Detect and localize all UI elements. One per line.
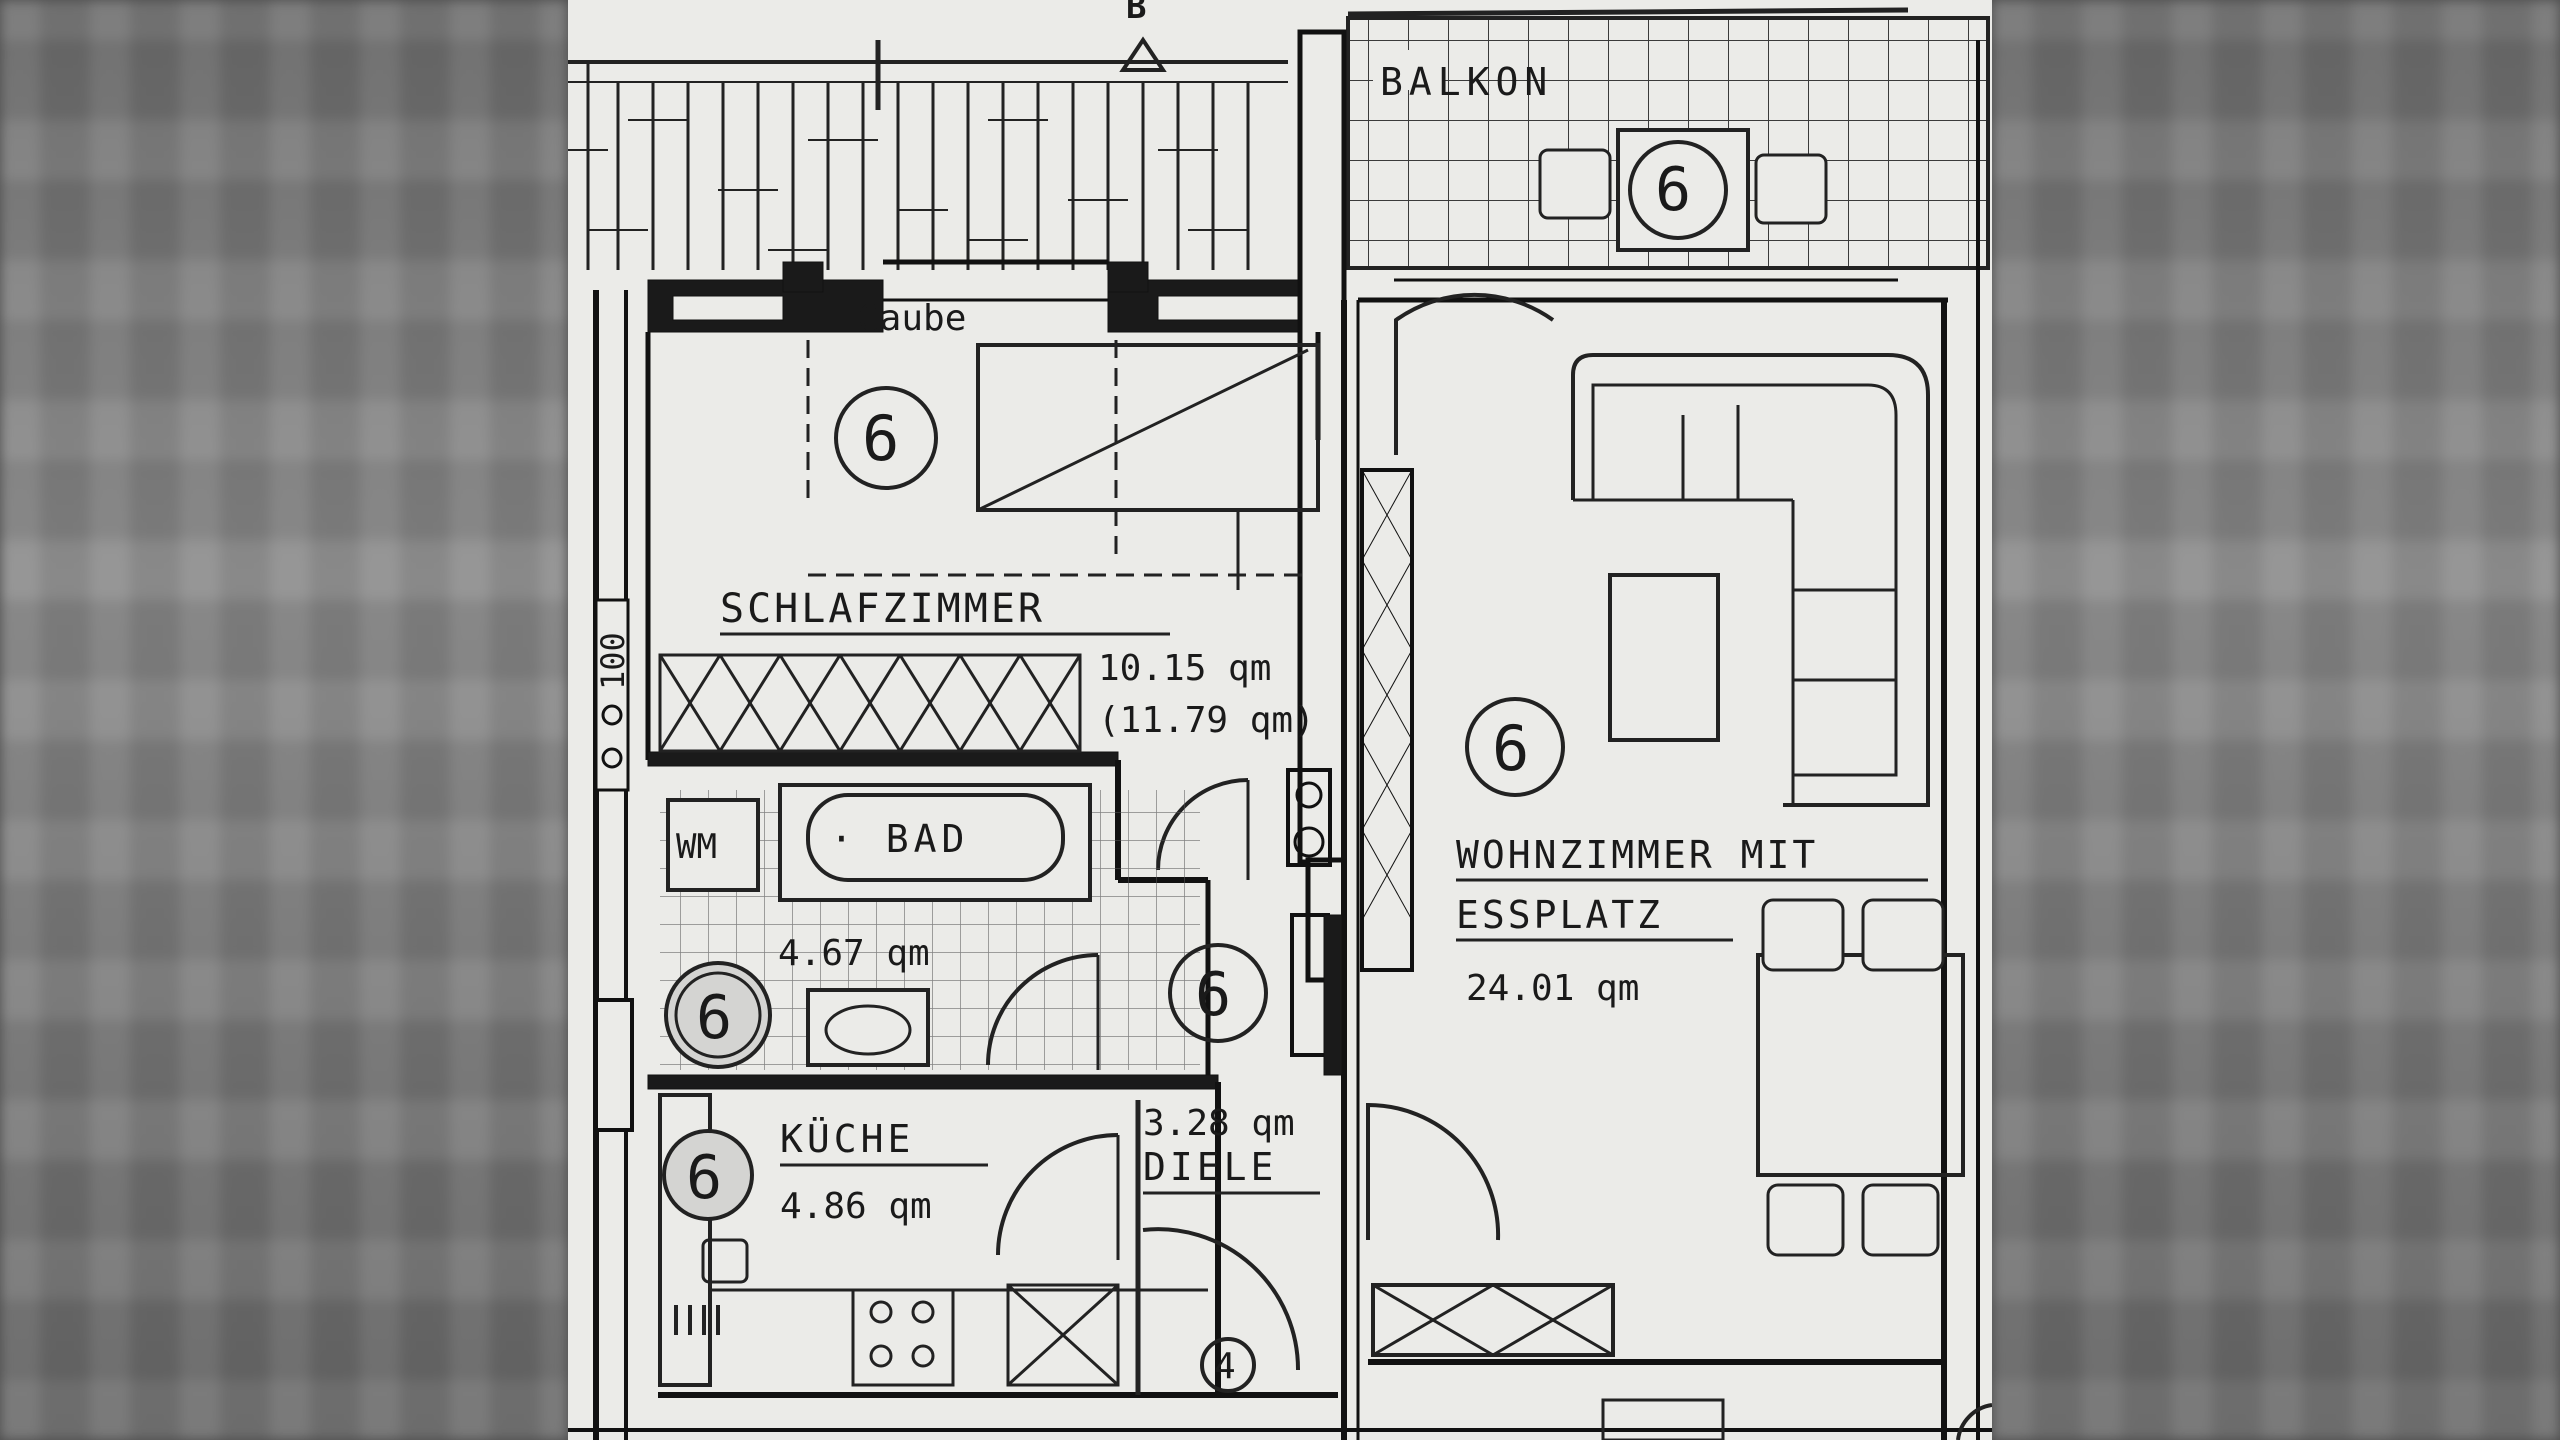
schlafzimmer-label: SCHLAFZIMMER [720, 586, 1045, 632]
kueche-badge: 6 [686, 1143, 722, 1213]
balkon-label: BALKON [1380, 60, 1553, 104]
north-marker: B [1119, 0, 1167, 72]
roof-hatch-area [568, 40, 1288, 270]
diele-area: 3.28 qm [1143, 1103, 1295, 1144]
schlafzimmer-area: 10.15 qm [1098, 648, 1271, 689]
bathroom: WM · BAD 4.67 qm 6 [660, 783, 1200, 1070]
wohnzimmer-label-2: ESSPLATZ [1456, 893, 1663, 937]
schlafzimmer-badge: 6 [862, 402, 899, 475]
dimension-label: 100 [594, 632, 632, 690]
diele-label: DIELE [1143, 1145, 1277, 1189]
blurred-background-right [1992, 0, 2560, 1440]
kueche-area: 4.86 qm [780, 1186, 932, 1227]
living-room: 6 WOHNZIMMER MIT ESSPLATZ 24.01 qm [1366, 292, 1965, 1357]
floor-plan: B BALKON 6 [568, 0, 1992, 1440]
wohnzimmer-label-1: WOHNZIMMER MIT [1456, 833, 1818, 877]
kitchen: 6 KÜCHE 4.86 qm [658, 1093, 1208, 1387]
bad-area: 4.67 qm [778, 933, 930, 974]
bad-label: · BAD [830, 817, 969, 861]
bedroom: Gaube [658, 298, 1320, 880]
entrance-badge: 4 [1214, 1346, 1236, 1387]
kueche-label: KÜCHE [780, 1117, 914, 1161]
diele-badge: 6 [1195, 960, 1231, 1030]
bad-badge: 6 [696, 983, 732, 1053]
bottom-edge [1601, 1398, 1992, 1440]
top-marker-label: B [1126, 0, 1146, 27]
wohnzimmer-badge: 6 [1492, 712, 1529, 785]
blurred-background-left [0, 0, 568, 1440]
balkon-badge: 6 [1655, 155, 1691, 225]
floor-plan-photo: B BALKON 6 [568, 0, 1992, 1440]
dimension-100: 100 [594, 632, 632, 769]
wm-label: WM [676, 827, 717, 867]
wohnzimmer-area: 24.01 qm [1466, 968, 1639, 1009]
schlafzimmer-area-alt: (11.79 qm) [1098, 700, 1315, 741]
balcony: BALKON 6 [1346, 7, 1990, 270]
gaube-label: Gaube [858, 298, 966, 339]
walls [568, 29, 1992, 1440]
hall: 6 3.28 qm DIELE 4 [1135, 943, 1320, 1395]
